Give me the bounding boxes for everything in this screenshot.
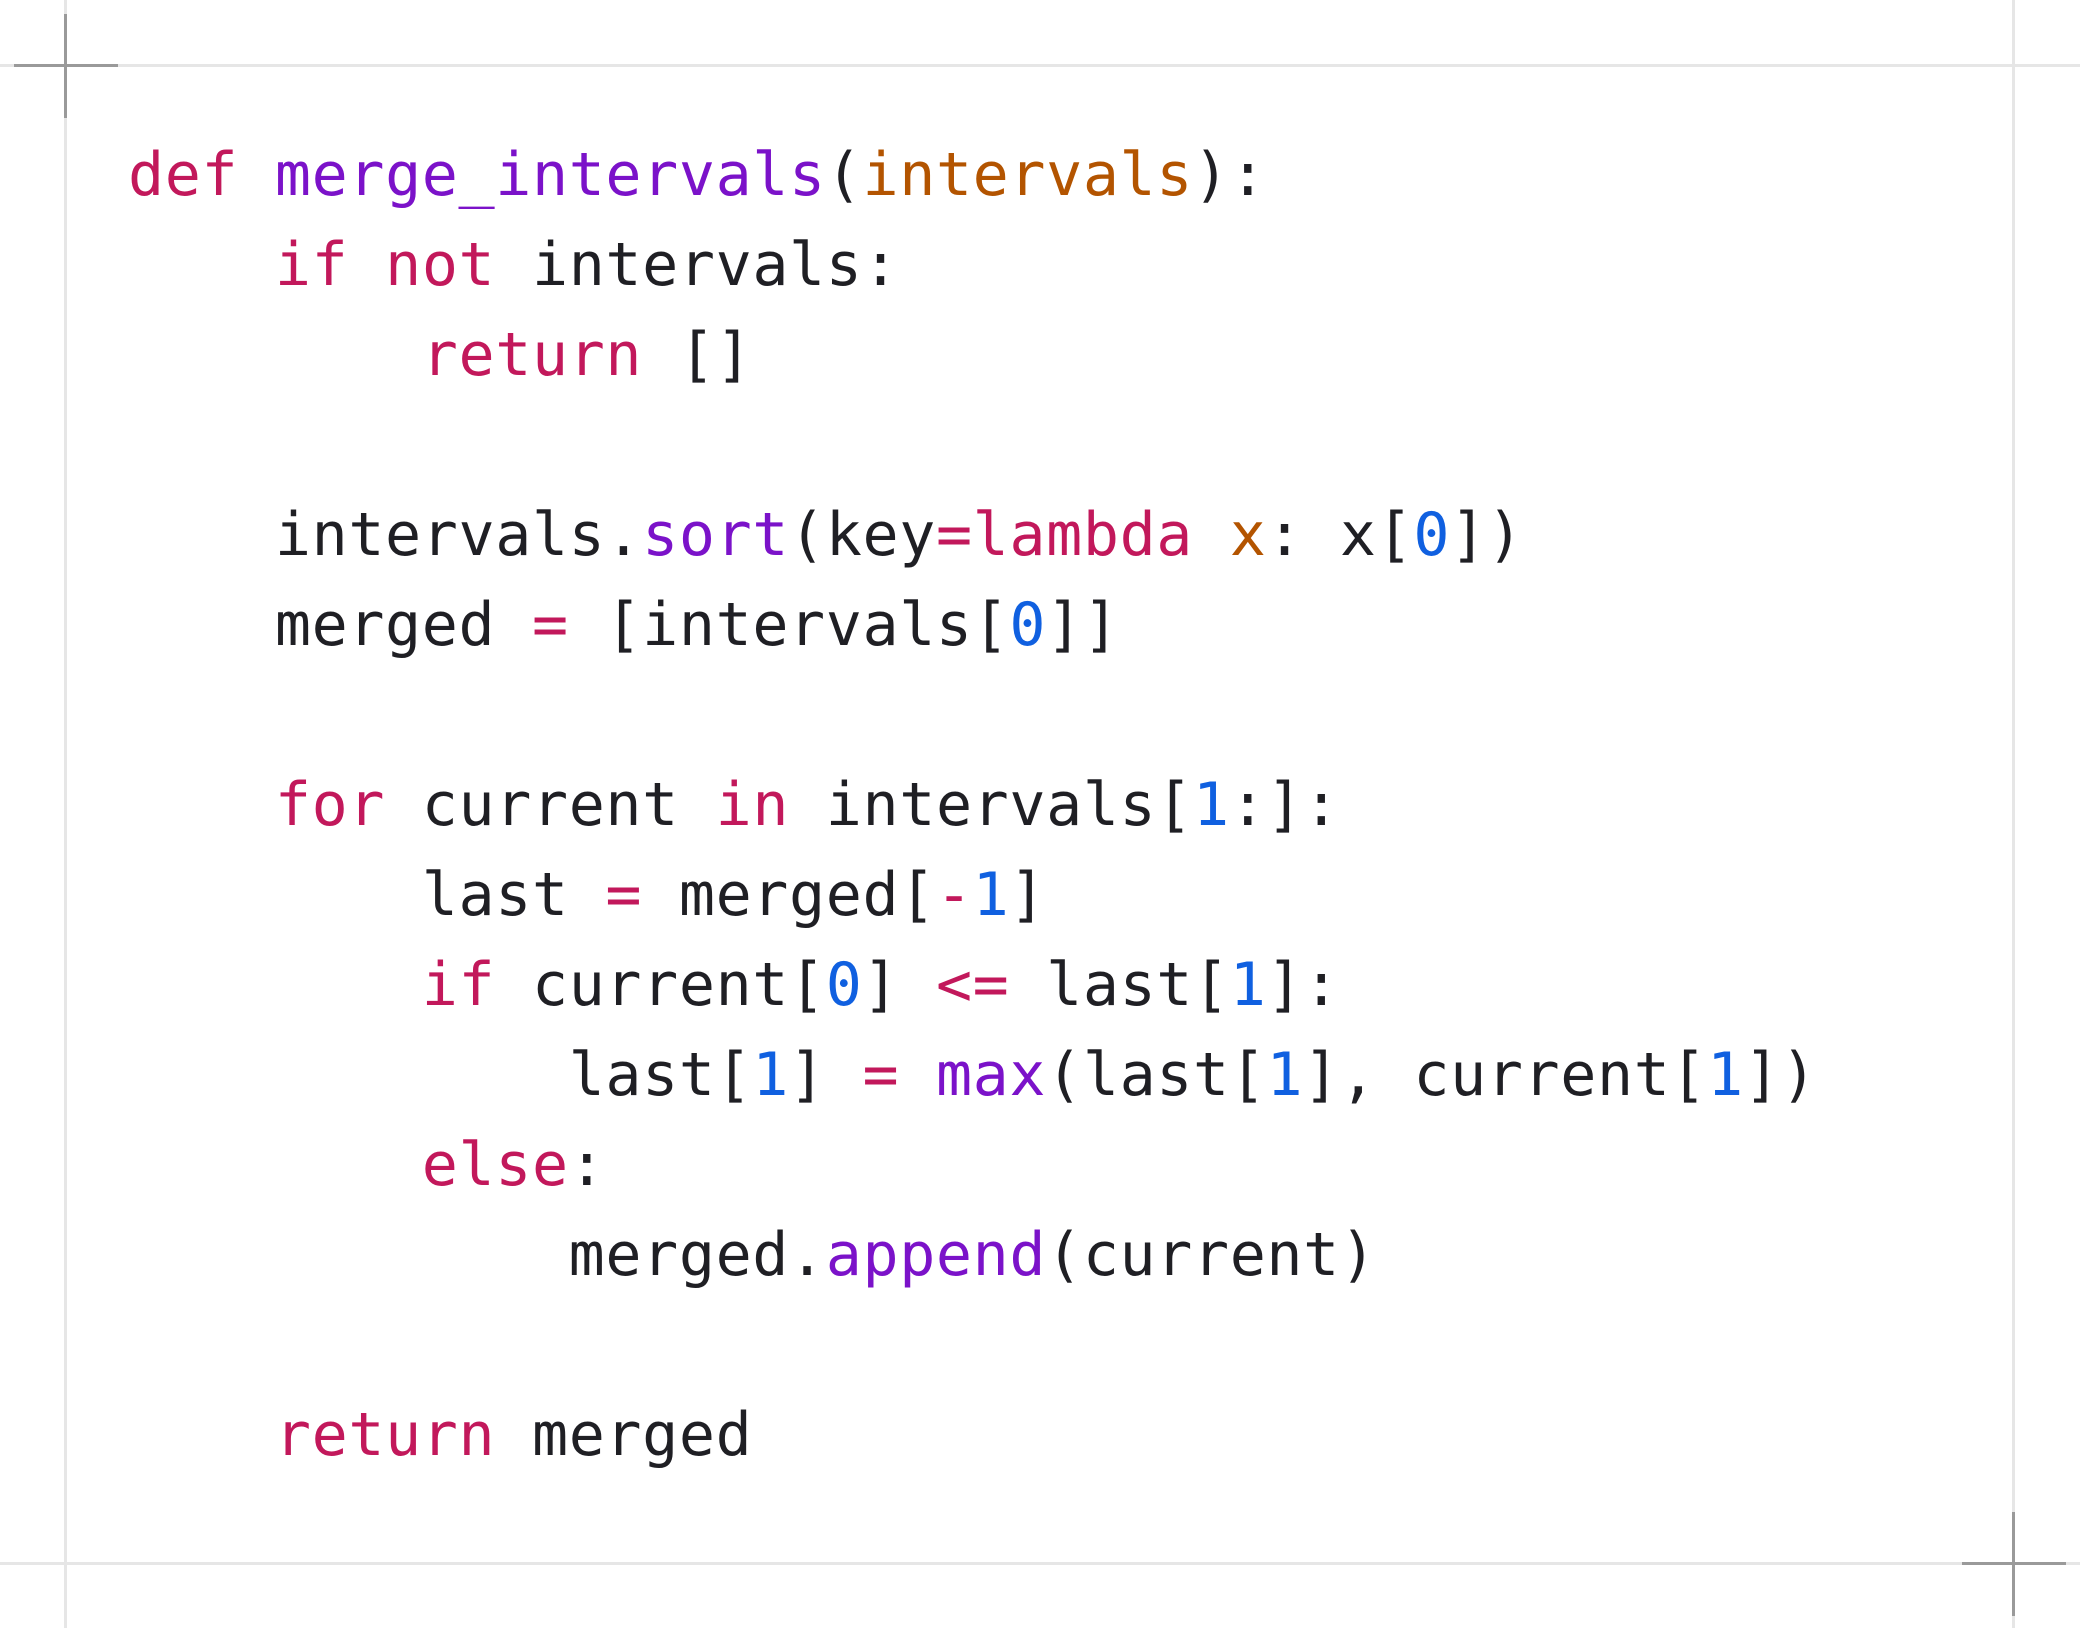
- code-token-op: =: [862, 1040, 900, 1110]
- code-token: current: [385, 770, 716, 840]
- guide-line-top: [0, 64, 2080, 67]
- code-token: ]: [789, 1040, 863, 1110]
- code-token-kw: if: [421, 950, 496, 1020]
- code-token-num: 1: [972, 860, 1010, 930]
- code-token-kw: return: [274, 1400, 496, 1470]
- code-token: last[: [128, 1040, 753, 1110]
- code-line: merged = [intervals[0]]: [128, 580, 1817, 670]
- code-token: [intervals[: [568, 590, 1010, 660]
- code-token: (key: [789, 500, 936, 570]
- code-token-kw: in: [715, 770, 790, 840]
- code-line: [128, 670, 1817, 760]
- code-token: ]): [1743, 1040, 1818, 1110]
- code-token-fn: merge_intervals: [274, 140, 826, 210]
- code-token: merged[: [642, 860, 936, 930]
- code-token: [348, 230, 385, 300]
- code-token-op: =: [531, 590, 569, 660]
- code-token-kw: else: [421, 1130, 569, 1200]
- code-token: merged: [495, 1400, 753, 1470]
- code-token-num: 1: [752, 1040, 790, 1110]
- code-token: (current): [1046, 1220, 1377, 1290]
- code-token: ], current[: [1303, 1040, 1708, 1110]
- code-line: [128, 400, 1817, 490]
- code-token-op: -: [935, 860, 973, 930]
- code-line: [128, 1300, 1817, 1390]
- code-token: last: [128, 860, 606, 930]
- code-token: :]:: [1229, 770, 1340, 840]
- code-token: intervals[: [789, 770, 1194, 840]
- code-token-kw: if: [274, 230, 349, 300]
- code-token: (last[: [1046, 1040, 1267, 1110]
- code-line: else:: [128, 1120, 1817, 1210]
- code-token-kw: def: [128, 140, 239, 210]
- code-line: intervals.sort(key=lambda x: x[0]): [128, 490, 1817, 580]
- code-token-param: intervals: [862, 140, 1194, 210]
- code-token: ):: [1193, 140, 1267, 210]
- code-token-op: =: [935, 500, 973, 570]
- code-token-num: 1: [1707, 1040, 1744, 1110]
- code-token: intervals:: [495, 230, 900, 300]
- code-token-op: <=: [935, 950, 1010, 1020]
- code-line: last = merged[-1]: [128, 850, 1817, 940]
- code-token: (: [825, 140, 863, 210]
- code-block: def merge_intervals(intervals): if not i…: [128, 130, 1817, 1480]
- code-token: ]: [1009, 860, 1047, 930]
- code-token-num: 0: [825, 950, 863, 1020]
- code-token: ]): [1450, 500, 1524, 570]
- code-token: [128, 1130, 422, 1200]
- code-token-num: 1: [1229, 950, 1267, 1020]
- code-token: : x[: [1266, 500, 1414, 570]
- code-token-op: =: [605, 860, 643, 930]
- guide-line-left: [64, 0, 67, 1628]
- code-token: [238, 140, 275, 210]
- code-token: :: [568, 1130, 606, 1200]
- code-line: if not intervals:: [128, 220, 1817, 310]
- code-token-fn: max: [935, 1040, 1047, 1110]
- code-token: [128, 320, 422, 390]
- guide-line-bottom: [0, 1562, 2080, 1565]
- code-token: [128, 770, 275, 840]
- code-token: merged.: [128, 1220, 826, 1290]
- code-token-fn: append: [825, 1220, 1047, 1290]
- code-token: intervals.: [128, 500, 643, 570]
- code-line: def merge_intervals(intervals):: [128, 130, 1817, 220]
- code-token: [1193, 500, 1230, 570]
- code-token-kw: return: [421, 320, 643, 390]
- code-token-fn: sort: [642, 500, 790, 570]
- code-token: [128, 1400, 275, 1470]
- code-line: return []: [128, 310, 1817, 400]
- code-line: last[1] = max(last[1], current[1]): [128, 1030, 1817, 1120]
- code-token-kw: not: [385, 230, 496, 300]
- code-line: if current[0] <= last[1]:: [128, 940, 1817, 1030]
- code-token: ]:: [1266, 950, 1340, 1020]
- code-token-param: x: [1229, 500, 1267, 570]
- code-token: last[: [1009, 950, 1230, 1020]
- code-token: [899, 1040, 936, 1110]
- code-token-num: 1: [1266, 1040, 1304, 1110]
- code-token: []: [642, 320, 753, 390]
- code-token-num: 1: [1193, 770, 1230, 840]
- code-token-kw: for: [274, 770, 386, 840]
- code-line: merged.append(current): [128, 1210, 1817, 1300]
- code-token: [128, 950, 422, 1020]
- code-token: [128, 230, 275, 300]
- crosshair-top-left-icon: [14, 14, 118, 118]
- guide-line-right: [2012, 0, 2015, 1628]
- code-token: ]]: [1046, 590, 1120, 660]
- code-line: for current in intervals[1:]:: [128, 760, 1817, 850]
- code-line: return merged: [128, 1390, 1817, 1480]
- code-token: current[: [495, 950, 826, 1020]
- crosshair-bottom-right-icon: [1962, 1512, 2066, 1616]
- code-token: ]: [862, 950, 936, 1020]
- code-token-num: 0: [1009, 590, 1047, 660]
- code-token-num: 0: [1413, 500, 1451, 570]
- code-token: merged: [128, 590, 532, 660]
- code-token-kw: lambda: [972, 500, 1194, 570]
